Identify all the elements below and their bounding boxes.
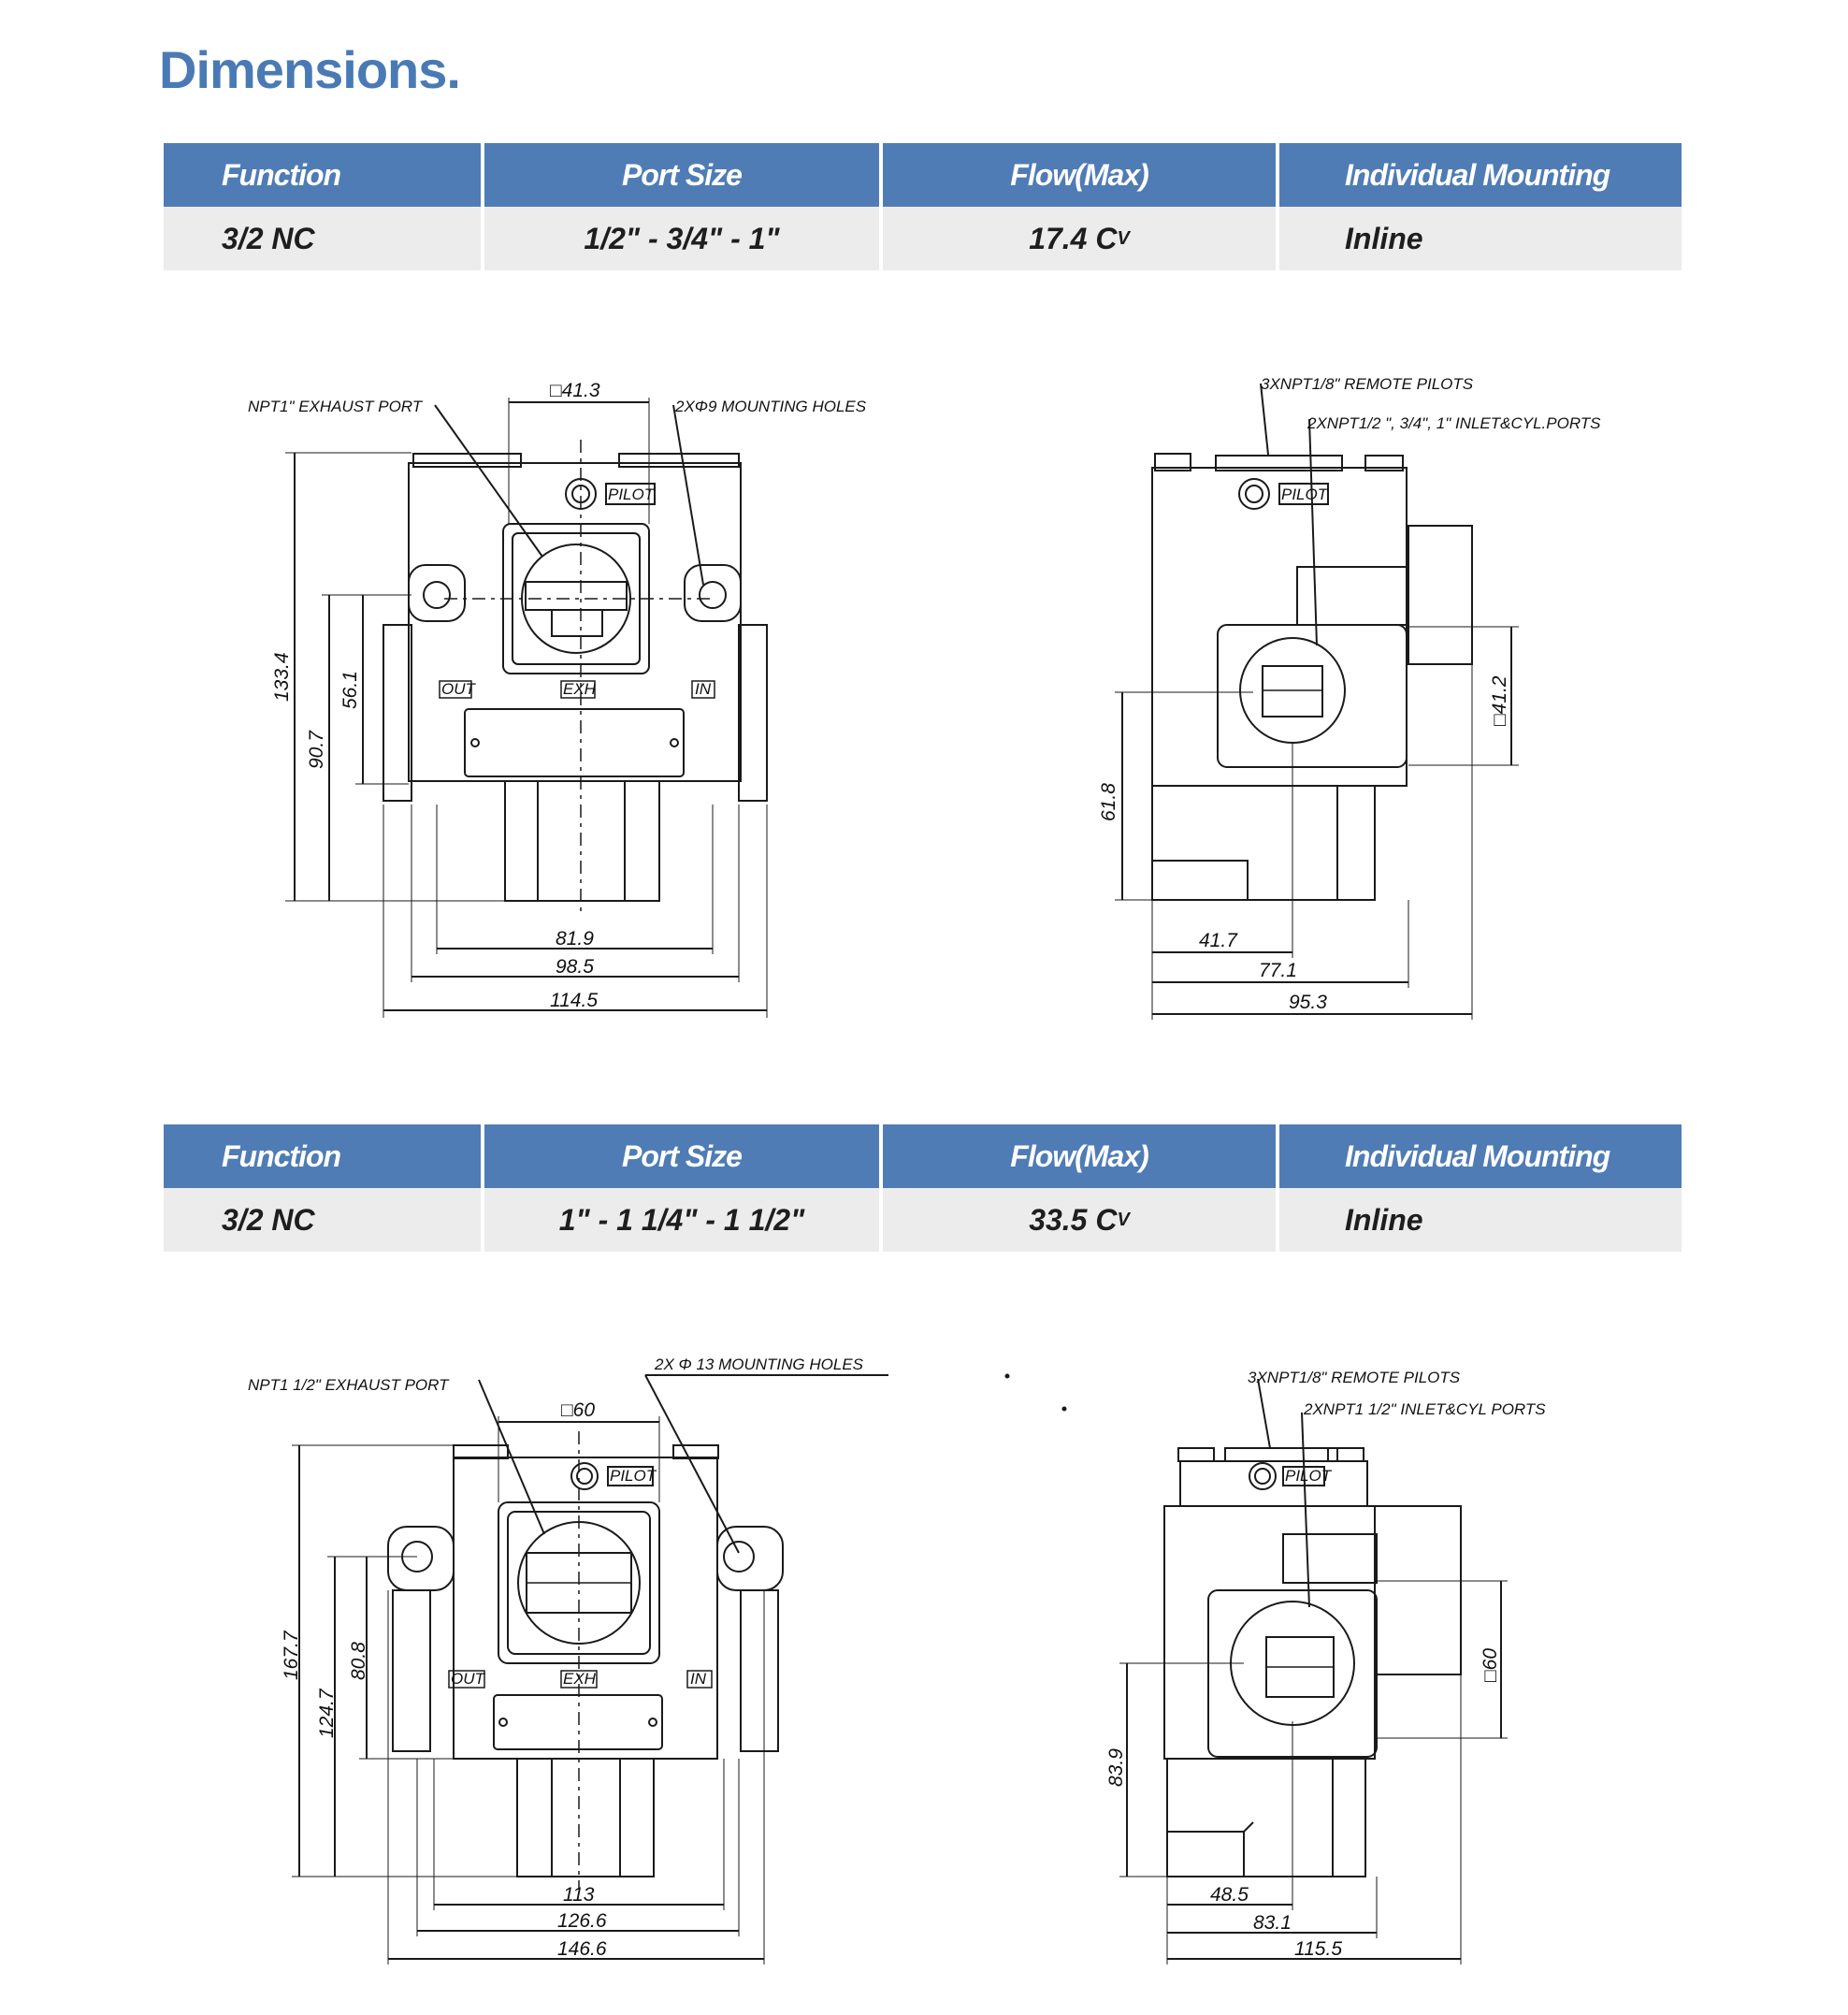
pilot-label: PILOT [1281, 486, 1329, 503]
flow-subscript: V [1117, 1209, 1130, 1230]
square-dim-label: □60 [561, 1399, 595, 1421]
inlet-ports-label: 2XNPT1/2 ", 3/4", 1" INLET&CYL.PORTS [1307, 414, 1601, 432]
dim-h2: 90.7 [306, 730, 327, 769]
dim-w1: 81.9 [556, 928, 594, 950]
pilot-port-icon [1249, 1462, 1277, 1490]
pilot-port-icon [570, 1462, 599, 1490]
in-port-label: IN [690, 1670, 707, 1688]
pilot-label: PILOT [608, 486, 656, 503]
dim-height: 167.7 [281, 1630, 302, 1680]
drawing1-front-view: NPT1" EXHAUST PORT 2XΦ9 MOUNTING HOLES □… [248, 380, 867, 1018]
dim-w3: 115.5 [1294, 1938, 1342, 1960]
header-flow: Flow(Max) [879, 1124, 1276, 1188]
pilot-label: PILOT [610, 1467, 657, 1485]
in-port-label: IN [695, 680, 712, 698]
value-mounting: Inline [1276, 1188, 1682, 1252]
dim-w1: 41.7 [1199, 930, 1238, 951]
value-port-size: 1/2" - 3/4" - 1" [481, 207, 879, 270]
remote-pilots-label: 3XNPT1/8" REMOTE PILOTS [1261, 375, 1474, 393]
flow-value: 17.4 C [1029, 221, 1118, 255]
header-mounting: Individual Mounting [1276, 143, 1682, 207]
dim-h3: 80.8 [348, 1642, 369, 1680]
table-header-row: Function Port Size Flow(Max) Individual … [164, 1124, 1682, 1188]
out-port-label: OUT [451, 1670, 486, 1688]
dim-w2: 126.6 [557, 1910, 607, 1932]
header-flow: Flow(Max) [879, 143, 1276, 207]
value-function: 3/2 NC [164, 207, 481, 270]
page-title: Dimensions. [159, 40, 461, 99]
exhaust-port-label: NPT1" EXHAUST PORT [248, 398, 424, 415]
table-header-row: Function Port Size Flow(Max) Individual … [164, 143, 1682, 207]
pilot-label: PILOT [1285, 1467, 1333, 1485]
dim-w3: 95.3 [1289, 992, 1327, 1013]
spec-table-2: Function Port Size Flow(Max) Individual … [164, 1124, 1682, 1252]
out-port-label: OUT [441, 680, 477, 698]
dim-square: □41.2 [1489, 675, 1510, 726]
mounting-hole-icon [423, 581, 451, 609]
inlet-ports-label: 2XNPT1 1/2" INLET&CYL PORTS [1303, 1400, 1546, 1418]
mounting-hole-icon [699, 581, 727, 609]
exh-port-label: EXH [563, 1670, 597, 1688]
dim-w2: 77.1 [1259, 960, 1297, 981]
drawing2-front-view: NPT1 1/2" EXHAUST PORT 2X Φ 13 MOUNTING … [248, 1355, 888, 1964]
value-port-size: 1" - 1 1/4" - 1 1/2" [481, 1188, 879, 1252]
dim-w2: 98.5 [556, 956, 594, 978]
header-mounting: Individual Mounting [1276, 1124, 1682, 1188]
mounting-holes-label: 2X Φ 13 MOUNTING HOLES [654, 1355, 864, 1373]
dim-w3: 114.5 [550, 990, 598, 1011]
drawing2-side-view: 3XNPT1/8" REMOTE PILOTS 2XNPT1 1/2" INLE… [1004, 1369, 1546, 1964]
dim-w2: 83.1 [1253, 1912, 1292, 1934]
spec-table-1: Function Port Size Flow(Max) Individual … [164, 143, 1682, 270]
flow-subscript: V [1117, 227, 1130, 249]
header-port-size: Port Size [481, 143, 879, 207]
dim-height: 61.8 [1098, 783, 1119, 821]
remote-pilots-label: 3XNPT1/8" REMOTE PILOTS [1248, 1369, 1461, 1386]
dim-height: 133.4 [271, 652, 293, 702]
dim-w1: 113 [563, 1884, 595, 1906]
dim-height: 83.9 [1105, 1748, 1127, 1787]
exhaust-port-label: NPT1 1/2" EXHAUST PORT [248, 1376, 450, 1394]
square-dim-label: □41.3 [550, 380, 600, 401]
dim-w1: 48.5 [1210, 1884, 1249, 1906]
dim-h3: 56.1 [339, 671, 361, 709]
exh-port-label: EXH [563, 680, 597, 698]
flow-value: 33.5 C [1029, 1202, 1118, 1237]
dim-h2: 124.7 [316, 1688, 338, 1738]
header-function: Function [164, 1124, 481, 1188]
pilot-port-icon [1238, 478, 1270, 510]
header-port-size: Port Size [481, 1124, 879, 1188]
value-function: 3/2 NC [164, 1188, 481, 1252]
mounting-holes-label: 2XΦ9 MOUNTING HOLES [674, 398, 867, 415]
dim-square: □60 [1480, 1648, 1501, 1682]
value-mounting: Inline [1276, 207, 1682, 270]
dim-w3: 146.6 [557, 1938, 607, 1960]
drawing1-side-view: 3XNPT1/8" REMOTE PILOTS 2XNPT1/2 ", 3/4"… [1098, 375, 1601, 1020]
mounting-hole-icon [723, 1541, 755, 1573]
header-function: Function [164, 143, 481, 207]
